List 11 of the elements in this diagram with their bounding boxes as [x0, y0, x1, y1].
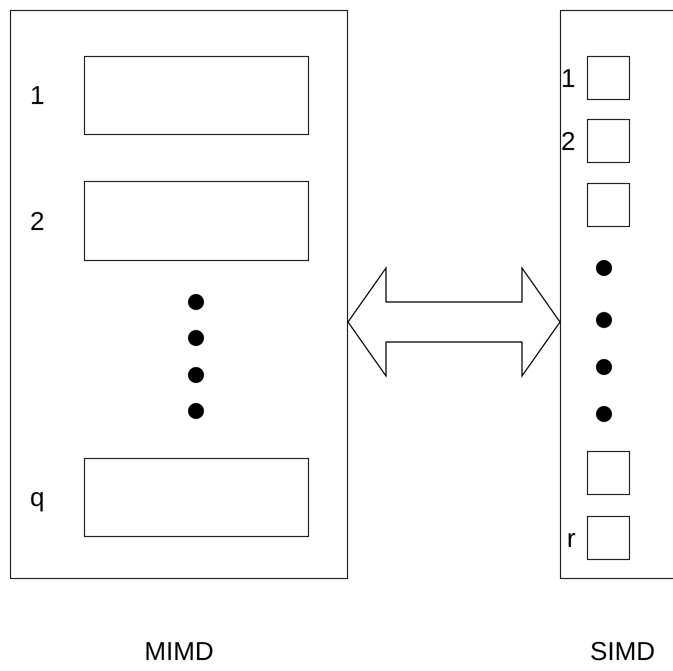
index-label: 1: [30, 82, 44, 108]
index-label: q: [30, 484, 44, 510]
index-label: r: [566, 524, 576, 550]
index-label: 2: [30, 208, 44, 234]
rectangle-box: [586, 450, 630, 494]
box-heading: SIMD: [589, 636, 656, 667]
index-label: 1: [561, 64, 576, 90]
box-heading: MIMD: [143, 636, 215, 667]
double-arrow: [347, 266, 561, 378]
index-label: 2: [561, 128, 576, 154]
rectangle-box: [586, 182, 630, 226]
